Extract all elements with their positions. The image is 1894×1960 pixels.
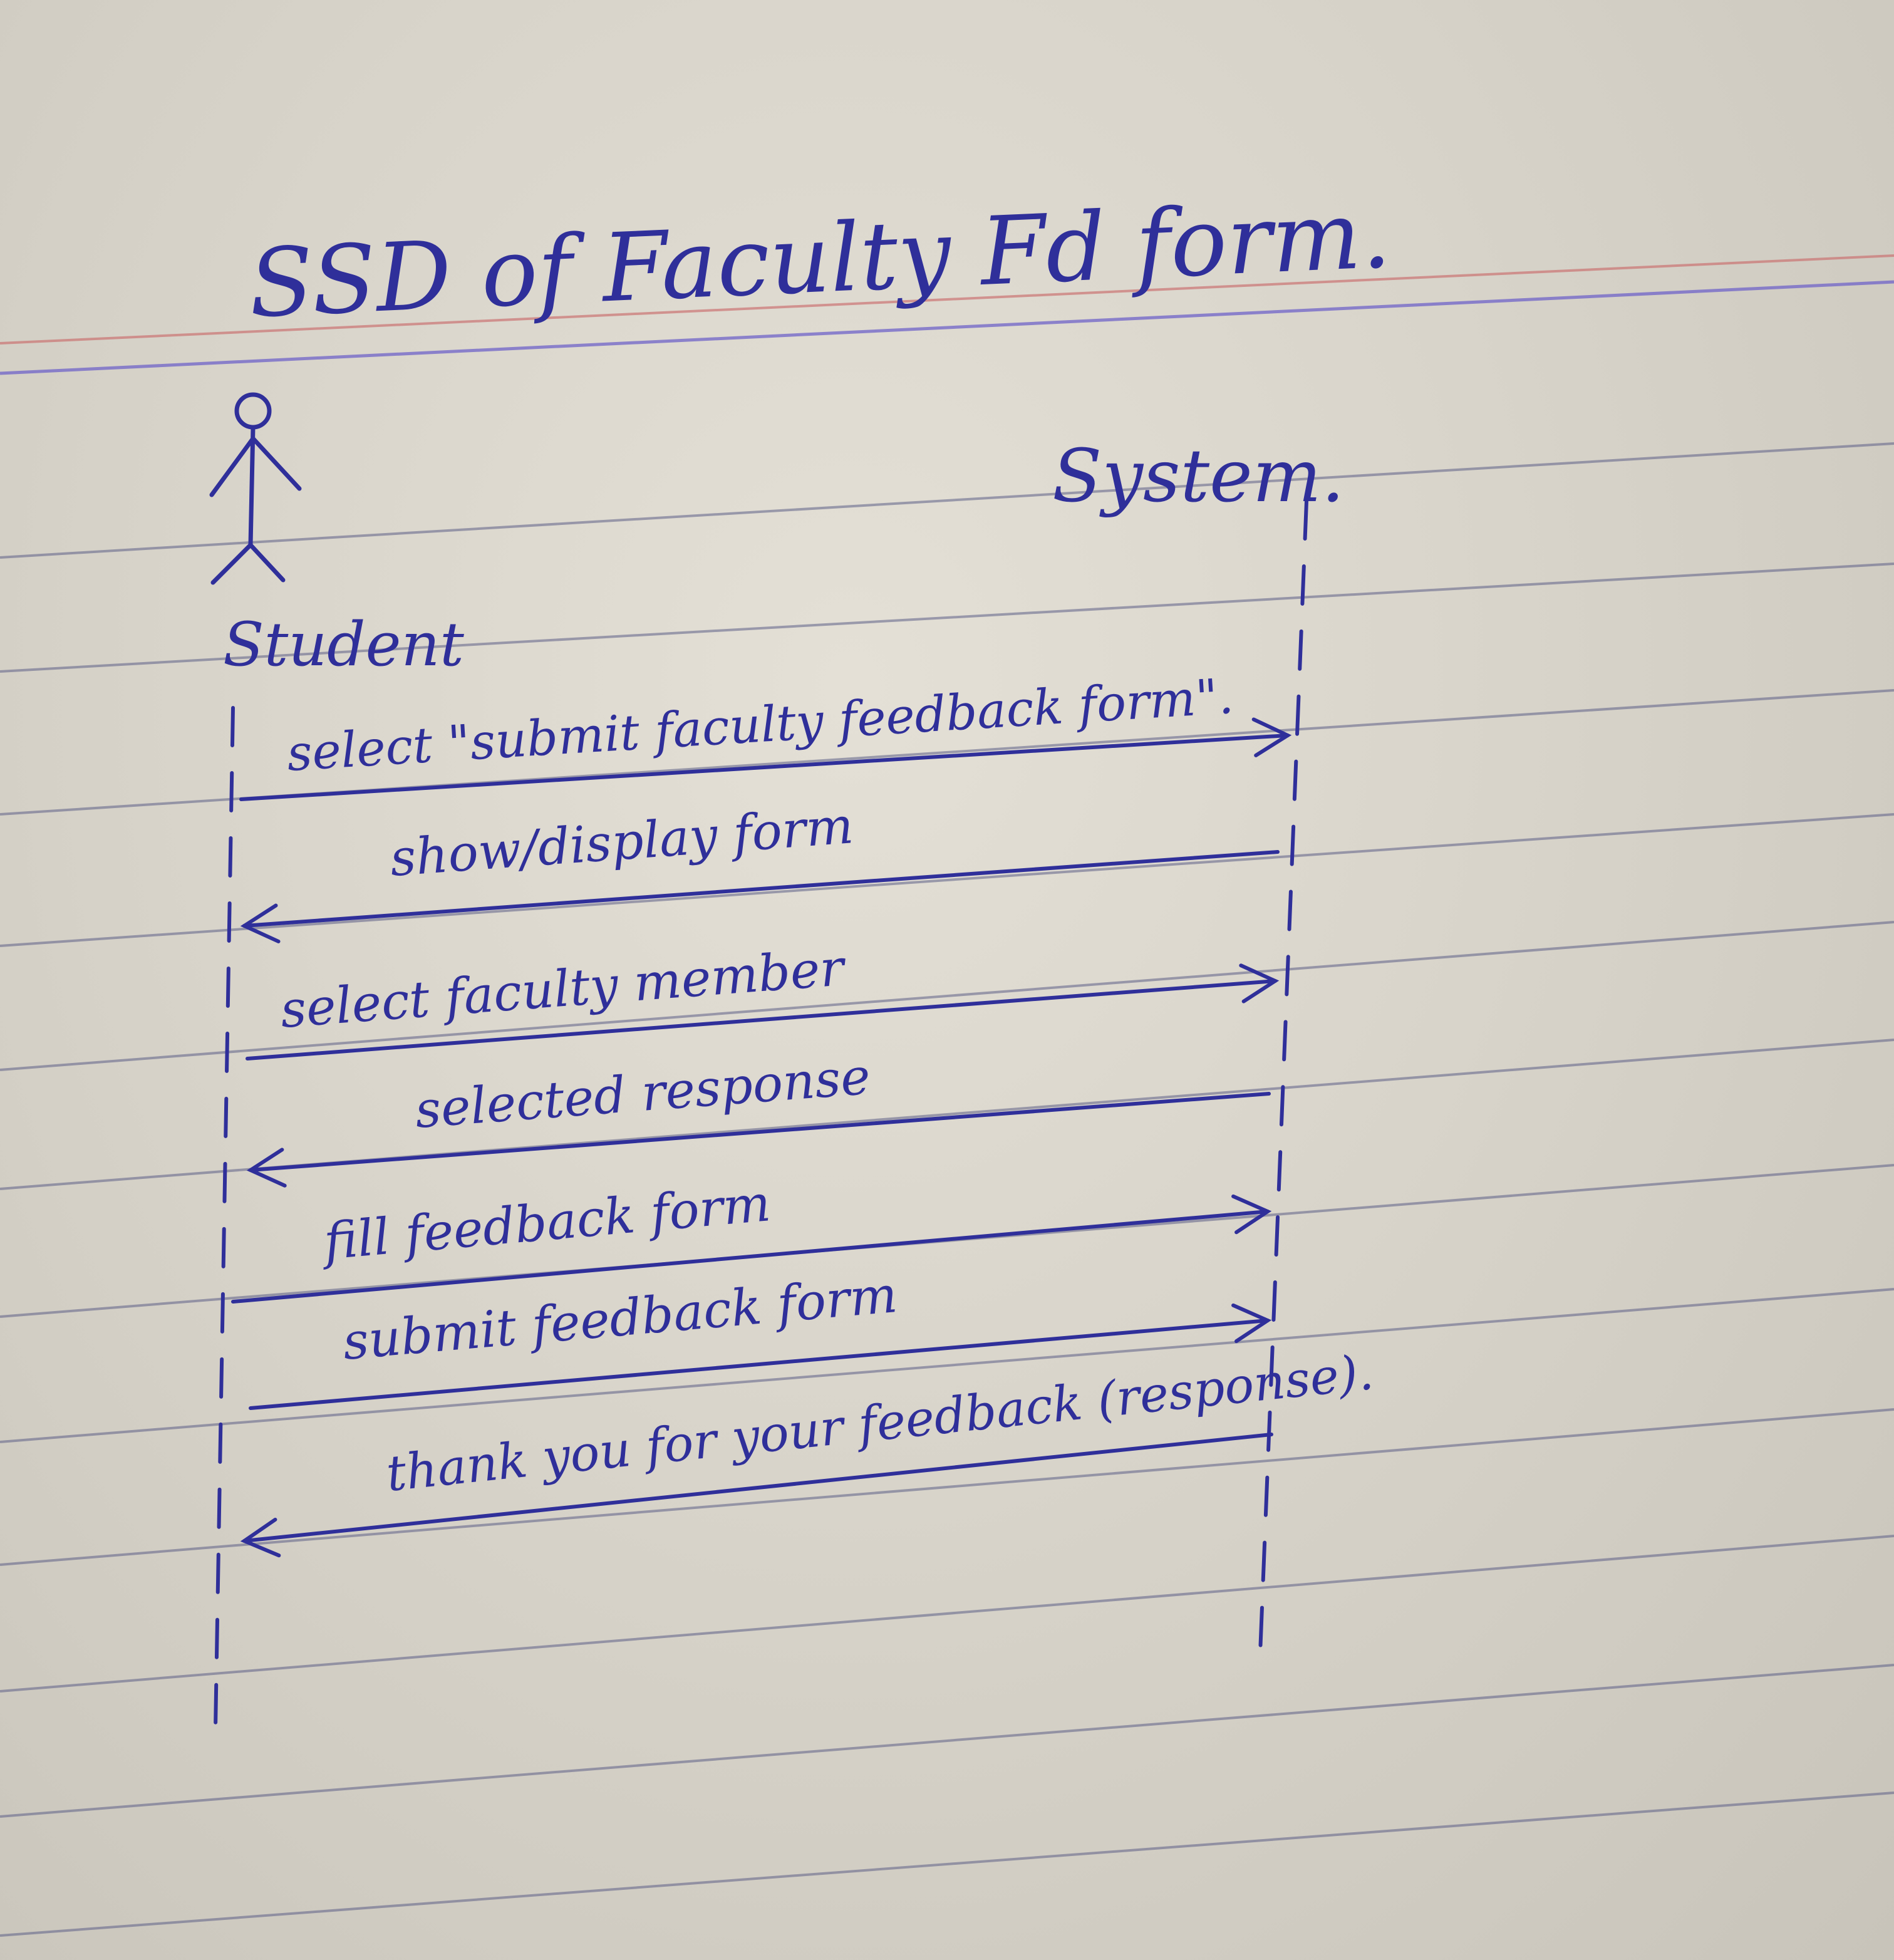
message-label: fill feedback form — [319, 1174, 773, 1271]
student-actor-icon — [209, 392, 302, 585]
message-label: submit feedback form — [341, 1265, 900, 1371]
rule-line — [0, 442, 1894, 559]
arrowhead-icon — [240, 1517, 281, 1558]
margin-line — [0, 254, 1894, 345]
system-lifeline — [1258, 499, 1308, 1656]
arrowhead-icon — [1231, 1303, 1272, 1344]
rule-line — [0, 1664, 1894, 1818]
rule-line — [0, 1791, 1894, 1937]
ruled-lines — [0, 254, 1894, 1937]
message-arrow-line — [246, 979, 1277, 1060]
rule-line — [0, 563, 1894, 673]
arrowhead-icon — [1231, 1194, 1272, 1235]
message-3: select faculty member — [246, 938, 1280, 1060]
message-list: select "submit faculty feedback form".sh… — [231, 668, 1376, 1558]
arrowhead-icon — [240, 903, 281, 943]
message-arrow-line — [231, 1210, 1270, 1304]
header-rule — [0, 280, 1894, 375]
message-label: select faculty member — [278, 938, 849, 1039]
message-4: selected response — [246, 1047, 1271, 1188]
rule-line — [0, 1288, 1894, 1443]
message-label: thank you for your feedback (response). — [384, 1344, 1376, 1503]
arrowhead-icon — [1251, 717, 1292, 757]
message-arrow-line — [239, 734, 1290, 801]
message-arrow-line — [242, 850, 1280, 928]
rule-line — [0, 1535, 1894, 1693]
message-label: show/display form — [388, 796, 856, 888]
message-arrow-line — [249, 1319, 1270, 1410]
message-arrow-line — [249, 1092, 1271, 1172]
rule-line — [0, 813, 1894, 947]
rule-line — [0, 921, 1894, 1071]
arrowhead-icon — [246, 1148, 287, 1188]
system-label: System. — [1052, 434, 1345, 519]
actor-label: Student — [223, 609, 464, 680]
student-lifeline — [214, 706, 235, 1731]
message-1: select "submit faculty feedback form". — [239, 668, 1292, 801]
message-arrow-line — [242, 1433, 1273, 1543]
rule-line — [0, 1408, 1894, 1566]
arrowhead-icon — [1239, 963, 1280, 1003]
